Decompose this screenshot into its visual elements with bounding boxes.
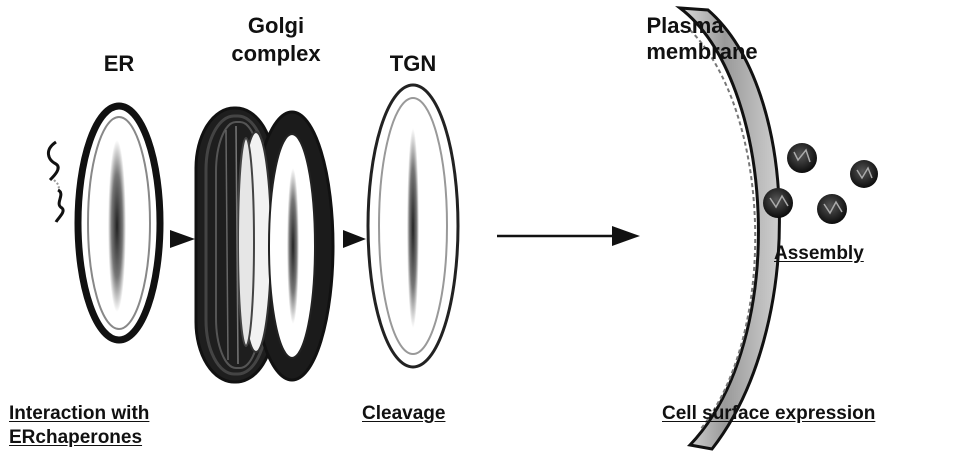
assembled-proteins bbox=[763, 143, 878, 224]
arrow-golgi-to-tgn bbox=[343, 230, 366, 248]
golgi-label-line2: complex bbox=[218, 42, 334, 65]
transport-arrow bbox=[497, 226, 640, 246]
plasma-membrane-label-line1: Plasma bbox=[640, 14, 730, 37]
tgn-organelle bbox=[368, 85, 458, 367]
interaction-label-line1: Interaction with bbox=[9, 404, 149, 424]
er-organelle bbox=[78, 106, 160, 340]
cleavage-label: Cleavage bbox=[362, 404, 445, 424]
plasma-membrane-label-line2: membrane bbox=[624, 40, 780, 63]
golgi-complex bbox=[196, 108, 333, 382]
protein-particle bbox=[850, 160, 878, 188]
assembly-label: Assembly bbox=[774, 244, 864, 264]
protein-particle bbox=[817, 194, 847, 224]
plasma-membrane bbox=[680, 8, 779, 449]
protein-particle bbox=[787, 143, 817, 173]
nascent-chain bbox=[48, 142, 63, 222]
golgi-label-line1: Golgi bbox=[226, 14, 326, 37]
tgn-label: TGN bbox=[378, 52, 448, 75]
cell-surface-expression-label: Cell surface expression bbox=[662, 404, 875, 424]
arrow-er-to-golgi bbox=[170, 230, 195, 248]
er-label: ER bbox=[94, 52, 144, 75]
interaction-label-line2: ERchaperones bbox=[9, 428, 142, 448]
protein-particle bbox=[763, 188, 793, 218]
